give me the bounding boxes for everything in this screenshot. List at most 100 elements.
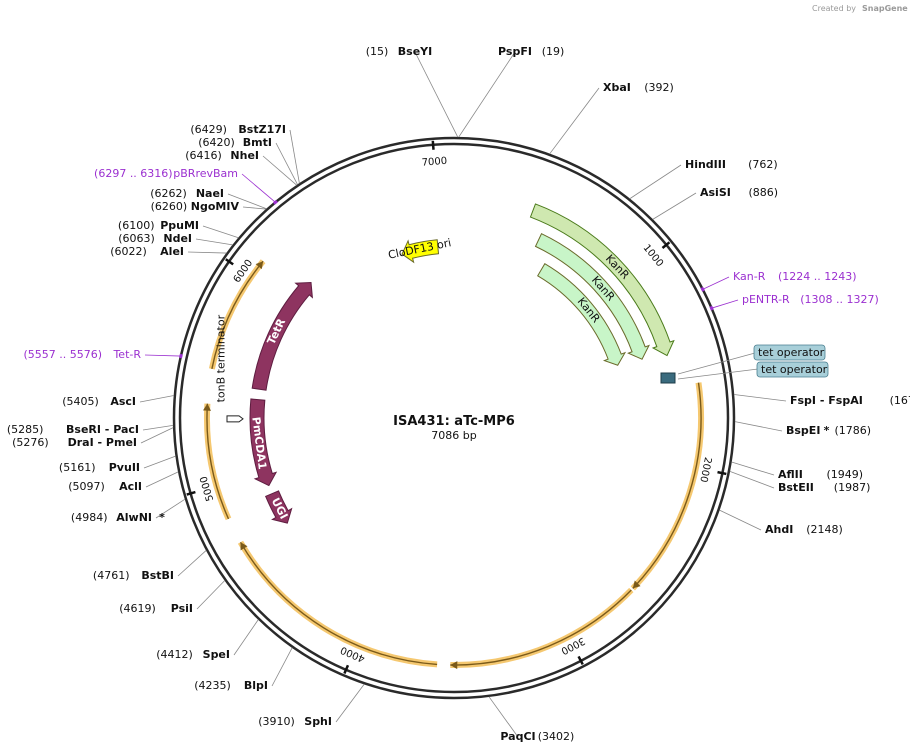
orange-arc-core — [206, 403, 230, 520]
tick-mark — [717, 470, 727, 476]
enzyme-site-paqci[interactable]: PaqCI(3402) — [488, 696, 574, 743]
enzyme-leader — [177, 550, 207, 577]
enzyme-leader — [414, 51, 459, 138]
enzyme-leader — [195, 238, 233, 246]
orange-arc-head — [240, 542, 248, 551]
enzyme-name: PvuII — [109, 461, 140, 474]
enzyme-site-alei[interactable]: AleI(6022) — [110, 245, 227, 258]
enzyme-leader — [733, 394, 787, 402]
enzyme-site-drai[interactable]: DraI - PmeI(5276) — [12, 427, 174, 449]
enzyme-site-bseri[interactable]: BseRI - PacI(5285) — [7, 423, 174, 436]
enzyme-site-ppumi[interactable]: PpuMI(6100) — [118, 219, 239, 239]
feature-arrow-shape — [534, 233, 650, 360]
enzyme-site-asci[interactable]: AscI(5405) — [62, 395, 174, 408]
enzyme-leader — [202, 225, 239, 239]
enzyme-site-fspi[interactable]: FspI - FspAI (1677) — [733, 394, 910, 407]
enzyme-name: BspEI — [786, 424, 820, 437]
enzyme-position: (762) — [748, 158, 778, 171]
enzyme-position: (1949) — [827, 468, 864, 481]
enzyme-name: NheI — [230, 149, 259, 162]
tonb-terminator-label: tonB terminator — [215, 314, 228, 402]
primer-tet-r[interactable]: Tet-R(5557 .. 5576) — [23, 348, 183, 361]
enzyme-site-spei[interactable]: SpeI(4412) — [156, 619, 259, 661]
primer-pentr-r[interactable]: pENTR-R (1308 .. 1327) — [709, 293, 879, 311]
orange-arc-head — [203, 403, 212, 411]
enzyme-name: FspI - FspAI — [790, 394, 863, 407]
enzyme-name: NdeI — [163, 232, 192, 245]
feature-pmcda1[interactable]: PmCDA1 — [249, 398, 278, 487]
enzyme-site-aflii[interactable]: AflII(1949) — [731, 461, 864, 481]
enzyme-site-hindiii[interactable]: HindIII (762) — [629, 158, 778, 200]
tet-operator-label-1: tet operator — [758, 346, 825, 359]
backbone-inner-ring — [178, 142, 730, 694]
enzyme-site-bstz17i[interactable]: BstZ17I(6429) — [190, 123, 300, 184]
feature-kanr[interactable]: KanR — [537, 263, 627, 366]
primer-range: (6297 .. 6316) — [94, 167, 173, 180]
tet-operator-box-2[interactable] — [756, 361, 829, 378]
feature-arrow-shape — [401, 239, 440, 264]
orange-arc-band — [237, 540, 438, 668]
enzyme-leader — [139, 395, 174, 403]
enzyme-name: BseYI — [398, 45, 432, 58]
enzyme-position: (1677) — [890, 394, 910, 407]
enzyme-site-psii[interactable]: PsiI(4619) — [119, 580, 226, 615]
orange-arc-head — [255, 261, 264, 270]
primer-pbrrevbam[interactable]: pBRrevBam(6297 .. 6316) — [94, 167, 278, 205]
enzyme-position: (886) — [749, 186, 779, 199]
primer-name: Tet-R — [112, 348, 141, 361]
tonb-terminator-glyph — [226, 415, 244, 423]
enzyme-site-nhei[interactable]: NheI(6416) — [185, 149, 297, 186]
enzyme-star: * — [159, 511, 165, 524]
enzyme-site-naei[interactable]: NaeI(6262) — [150, 187, 267, 210]
enzyme-site-bspei[interactable]: BspEI(1786)* — [734, 421, 872, 437]
feature-tonb-terminator[interactable]: tonB terminator — [215, 314, 244, 423]
enzyme-name: BlpI — [244, 679, 268, 692]
orange-arc-core — [632, 382, 702, 589]
feature-tetr[interactable]: TetR — [251, 281, 313, 391]
enzyme-position: (1786) — [835, 424, 872, 437]
primer-name: pENTR-R — [742, 293, 790, 306]
enzyme-name: HindIII — [685, 158, 726, 171]
tick-label: 1000 — [641, 243, 666, 270]
enzyme-site-ndei[interactable]: NdeI(6063) — [118, 232, 233, 246]
enzyme-position: (4619) — [119, 602, 156, 615]
enzyme-leader — [142, 424, 174, 431]
enzyme-site-blpi[interactable]: BlpI(4235) — [194, 647, 293, 692]
tet-operator-box-1[interactable] — [753, 344, 826, 361]
enzyme-site-asisi[interactable]: AsiSI (886) — [652, 186, 779, 220]
enzyme-position: (3910) — [258, 715, 295, 728]
enzyme-name: AsiSI — [700, 186, 731, 199]
enzyme-position: (6420) — [198, 136, 235, 149]
feature-clodf13-ori[interactable]: CloDF13 ori — [387, 236, 452, 264]
enzyme-site-ngomiv[interactable]: NgoMIV(6260) — [151, 200, 267, 213]
feature-arrow-shape — [249, 398, 278, 487]
feature-ugi[interactable]: UGI — [264, 490, 293, 524]
enzyme-site-xbai[interactable]: XbaI(392) — [549, 81, 674, 155]
enzyme-position: (1987) — [834, 481, 871, 494]
enzyme-leader — [734, 421, 783, 432]
enzyme-site-bsteii[interactable]: BstEII(1987) — [729, 470, 871, 494]
backbone-ring — [172, 136, 736, 700]
enzyme-site-alwni[interactable]: AlwNI(4984)* — [71, 498, 186, 524]
enzyme-name: AhdI — [765, 523, 793, 536]
enzyme-leader — [458, 51, 516, 138]
enzyme-site-bmti[interactable]: BmtI(6420) — [198, 136, 298, 185]
enzyme-site-acli[interactable]: AclI(5097) — [68, 471, 179, 493]
enzyme-leader — [289, 129, 300, 184]
enzyme-site-bseyi[interactable]: BseYI(15) — [366, 45, 459, 138]
enzyme-leader — [629, 164, 682, 200]
enzyme-leader — [227, 193, 267, 210]
primer-mark — [700, 286, 705, 292]
enzyme-position: (2148) — [806, 523, 843, 536]
primer-range: (1308 .. 1327) — [800, 293, 879, 306]
enzyme-site-sphi[interactable]: SphI(3910) — [258, 684, 365, 728]
enzyme-site-pvuii[interactable]: PvuII(5161) — [59, 455, 176, 474]
enzyme-site-ahdi[interactable]: AhdI (2148) — [719, 509, 843, 536]
feature-label: CloDF13 ori — [387, 236, 452, 262]
enzyme-site-bstbi[interactable]: BstBI(4761) — [93, 550, 207, 582]
primer-name: pBRrevBam — [173, 167, 238, 180]
enzyme-position: (6262) — [150, 187, 187, 200]
primer-kan-r[interactable]: Kan-R(1224 .. 1243) — [700, 270, 857, 292]
feature-arrows: CloDF13 oriKanRKanRKanRTetRPmCDA1UGItonB… — [215, 203, 675, 524]
enzyme-site-pspfi[interactable]: PspFI(19) — [458, 45, 565, 138]
